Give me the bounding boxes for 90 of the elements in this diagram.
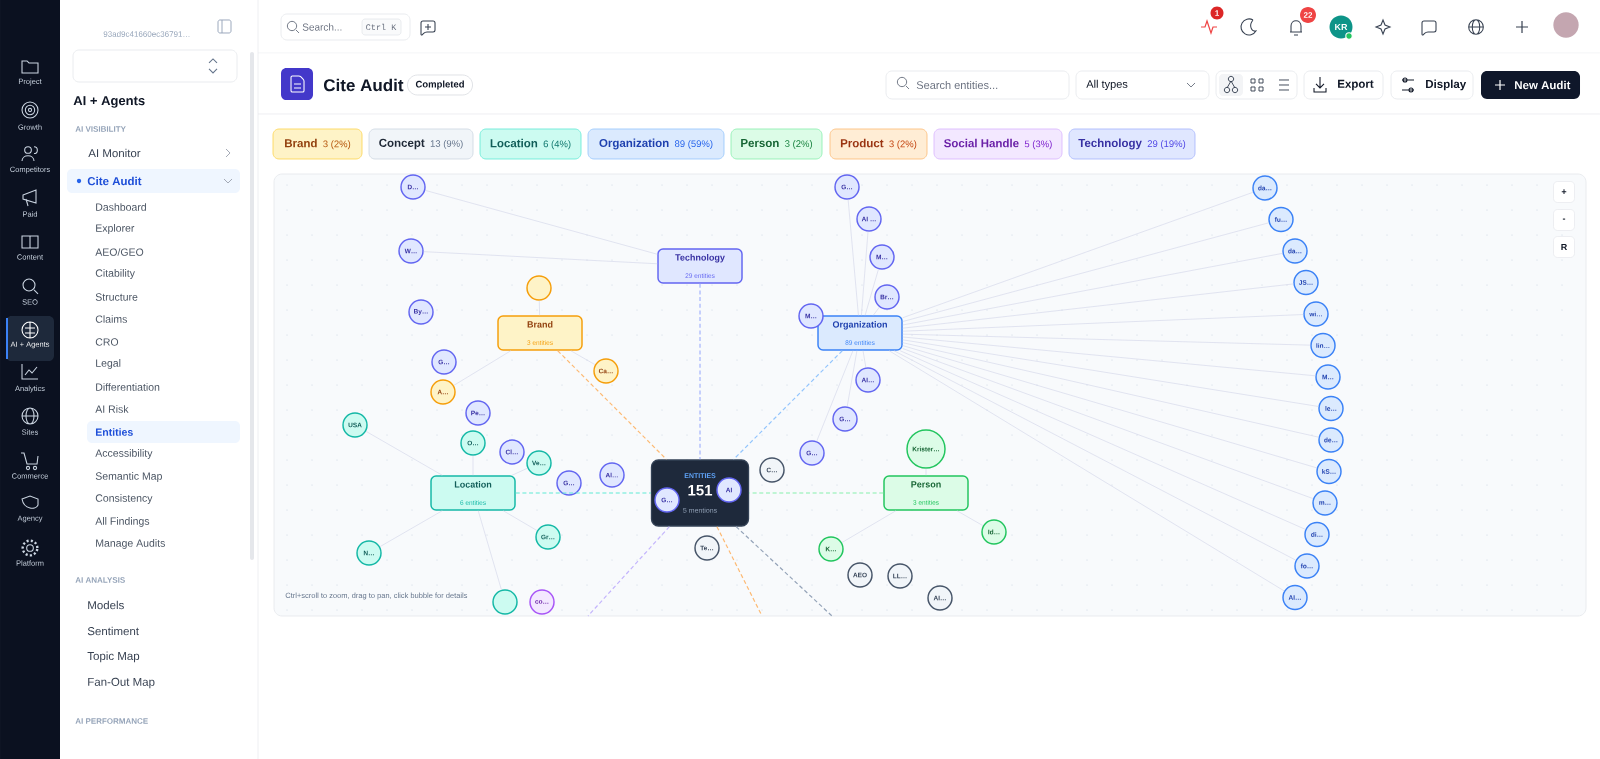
connector-line bbox=[423, 251, 658, 265]
connector-line bbox=[846, 350, 858, 407]
nav-link: Differentiation bbox=[96, 383, 160, 391]
section-heading: AI VISIBILITY bbox=[75, 126, 126, 132]
nav-link: Cite Audit bbox=[67, 169, 240, 193]
connector-line bbox=[716, 526, 763, 617]
nav-link: Accessibility bbox=[95, 449, 153, 459]
connector-line bbox=[477, 510, 502, 591]
filter-chip: Technology 29 (19%) bbox=[1068, 128, 1196, 160]
connector-line bbox=[899, 350, 1306, 530]
page-title: Cite Audit bbox=[323, 78, 404, 92]
notification-badge: 1 bbox=[1210, 6, 1224, 20]
filter-chip: Location 6 (4%) bbox=[479, 128, 582, 160]
connector-line bbox=[902, 191, 1254, 319]
reset-button: R bbox=[1553, 236, 1575, 258]
connector-line bbox=[902, 345, 1318, 469]
connector-line bbox=[902, 339, 1319, 407]
connector-line bbox=[515, 492, 652, 494]
status-badge: Completed bbox=[407, 74, 473, 96]
nav-link: Structure bbox=[95, 293, 138, 301]
section-heading: AI PERFORMANCE bbox=[75, 718, 148, 724]
connector-line bbox=[424, 190, 658, 255]
nav-link: Claims bbox=[95, 315, 127, 323]
notification-badge: 22 bbox=[1300, 7, 1316, 23]
nav-link: Consistency bbox=[95, 494, 153, 504]
nav-link: CRO bbox=[95, 338, 119, 346]
connector-line bbox=[902, 336, 1316, 377]
nav-link: Dashboard bbox=[96, 203, 146, 211]
connector-line bbox=[864, 268, 879, 316]
filter-chip: Social Handle 5 (3%) bbox=[933, 128, 1063, 160]
nav-link: Sentiment bbox=[87, 626, 139, 636]
search-field: Search entities... bbox=[885, 70, 1070, 100]
connector-line bbox=[902, 333, 1311, 346]
zoom-out-button: - bbox=[1553, 209, 1575, 231]
connector-line bbox=[902, 348, 1314, 499]
connector-line bbox=[902, 222, 1270, 322]
connector-line bbox=[587, 526, 670, 617]
nav-link: Explorer bbox=[96, 224, 135, 234]
filter-chip: Concept 13 (9%) bbox=[368, 128, 474, 160]
nav-link: AI Monitor bbox=[88, 148, 141, 158]
connector-line bbox=[888, 350, 1285, 592]
connector-line bbox=[735, 526, 833, 617]
nav-link: Manage Audits bbox=[96, 539, 165, 549]
new-audit-button: New Audit bbox=[1481, 71, 1580, 99]
connector-line bbox=[847, 199, 859, 316]
connector-line bbox=[872, 306, 880, 316]
section-heading: AI ANALYSIS bbox=[75, 577, 125, 583]
connector-line bbox=[379, 510, 443, 547]
connector-line bbox=[956, 510, 984, 526]
connector-line bbox=[841, 510, 897, 543]
connector-line bbox=[861, 231, 869, 316]
section-heading: AI + Agents bbox=[73, 96, 145, 108]
nav-link: Entities bbox=[87, 421, 240, 443]
nav-link: Fan-Out Map bbox=[88, 677, 155, 689]
connector-line bbox=[570, 350, 596, 365]
connector-line bbox=[902, 314, 1304, 332]
connector-line bbox=[748, 492, 884, 494]
nav-link: All Findings bbox=[95, 517, 150, 527]
filter-chip: Product 3 (2%) bbox=[829, 128, 928, 160]
connector-line bbox=[365, 431, 443, 476]
nav-link: Models bbox=[88, 600, 124, 610]
connector-line bbox=[893, 350, 1297, 561]
entity-bubble bbox=[526, 275, 552, 301]
connector-line bbox=[902, 253, 1283, 326]
nav-link: Semantic Map bbox=[95, 472, 162, 482]
shortcut-key: Ctrl K bbox=[361, 18, 402, 36]
filter-chip: Person 3 (2%) bbox=[730, 128, 823, 160]
connector-line bbox=[902, 283, 1294, 329]
dropdown: All types bbox=[1075, 70, 1210, 100]
connector-line bbox=[699, 283, 701, 460]
connector-line bbox=[557, 350, 667, 460]
nav-link: Legal bbox=[96, 359, 121, 369]
nav-link: AI Risk bbox=[95, 405, 129, 413]
entity-bubble bbox=[492, 589, 518, 615]
connector-line bbox=[902, 342, 1319, 438]
project-id: 93ad9c41660ec36791… bbox=[103, 31, 190, 37]
connector-line bbox=[816, 350, 854, 442]
connector-line bbox=[502, 510, 538, 531]
zoom-in-button: + bbox=[1553, 181, 1575, 203]
export-button: Export bbox=[1303, 70, 1384, 100]
connector-line bbox=[453, 350, 512, 386]
connector-line bbox=[511, 467, 528, 476]
display-button: Display bbox=[1390, 70, 1474, 100]
nav-link: Citability bbox=[95, 269, 135, 279]
connector-line bbox=[862, 350, 867, 368]
connector-line bbox=[733, 350, 843, 460]
filter-chip: Organization 89 (59%) bbox=[587, 128, 725, 160]
nav-link: Topic Map bbox=[87, 651, 140, 663]
filter-chip: Brand 3 (2%) bbox=[272, 128, 363, 160]
nav-link: AEO/GEO bbox=[95, 248, 144, 256]
